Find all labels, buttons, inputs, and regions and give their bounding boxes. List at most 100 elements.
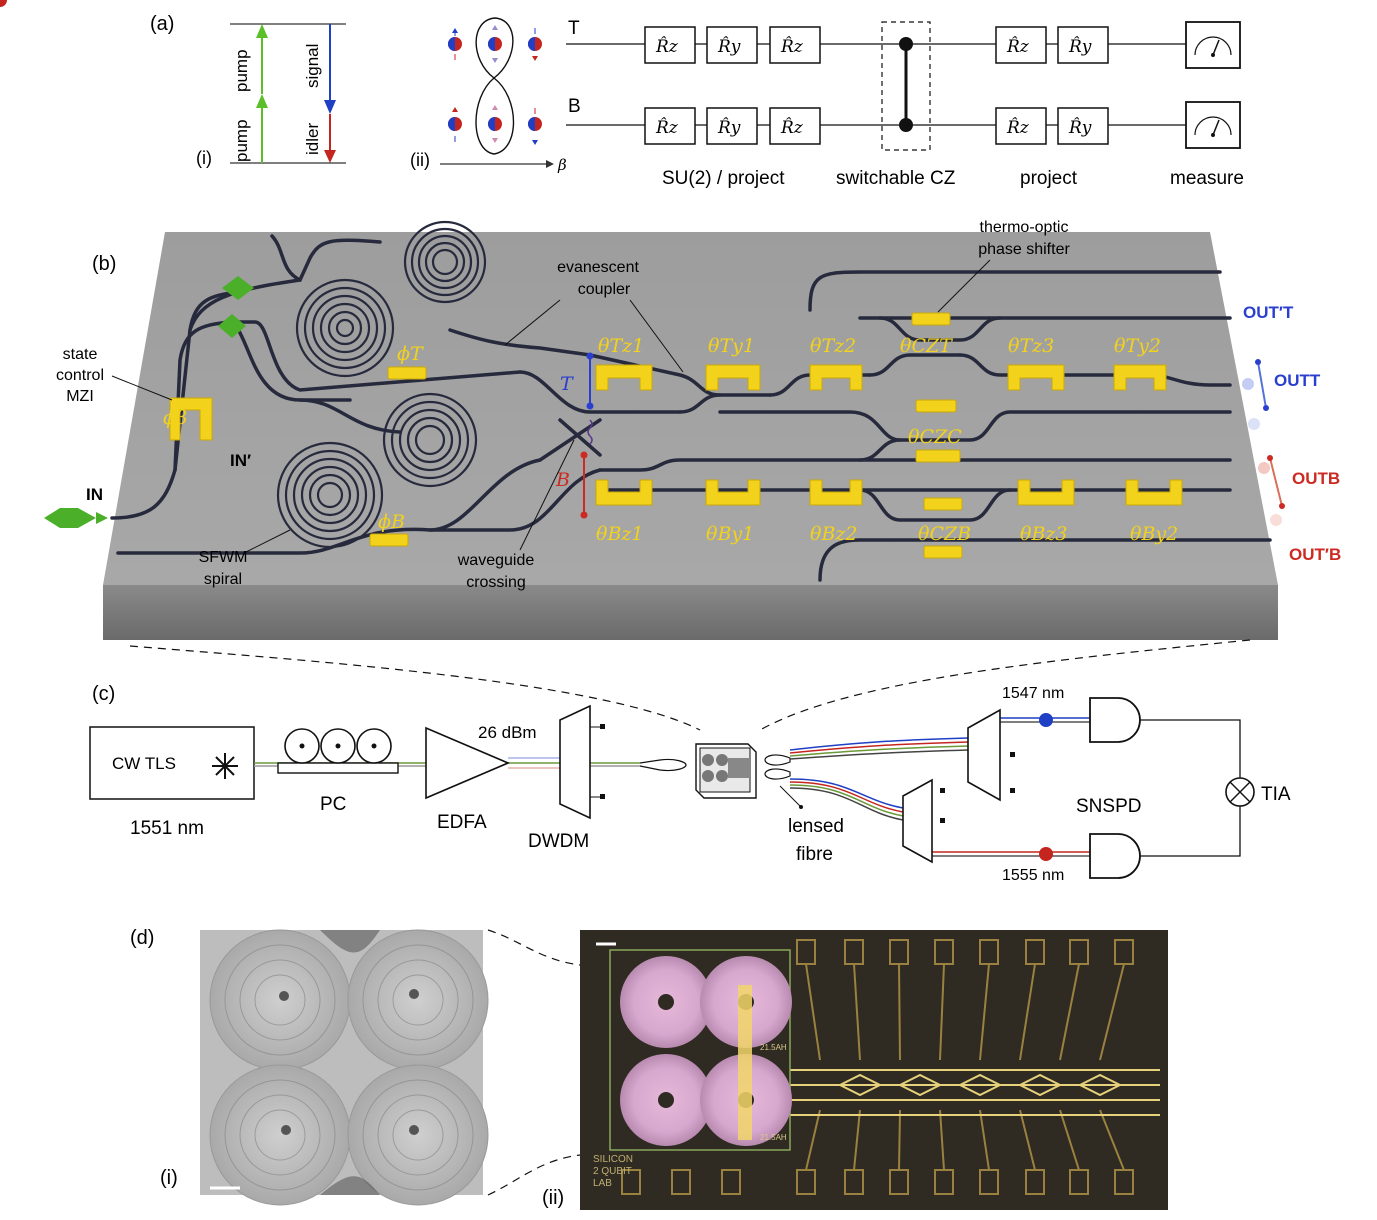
snspd-bottom (1089, 833, 1141, 879)
phase-labels: ϕβ ϕT ϕB θTz1 θTy1 θTz2 θCZT θTz3 θTy2 θ… (163, 335, 1178, 545)
label-state: state (63, 346, 98, 363)
lensed-fibre-in (639, 758, 687, 772)
heater-phi-b (369, 533, 409, 547)
pump-label-upper: pump (232, 49, 251, 92)
phase-by1: θBy1 (706, 523, 754, 545)
panel-b: (b) (44, 219, 1341, 731)
entanglement-dots: β (ii) (0, 0, 567, 174)
gate-bottom-1: R̂z (655, 118, 679, 138)
wire-label-top: T (568, 18, 580, 39)
pc-label: PC (320, 794, 346, 815)
micrograph-id-1: 21.5AH (760, 1043, 787, 1052)
demux-top (967, 708, 1001, 802)
micrograph-id-2: 21.5AH (760, 1133, 787, 1142)
gate-top-1: R̂z (655, 37, 679, 57)
phase-phi-b: ϕB (378, 511, 405, 533)
heaters (169, 312, 1183, 559)
cz-gate (881, 21, 931, 151)
phase-bz2: θBz2 (810, 523, 858, 545)
signal-label: signal (303, 44, 322, 88)
phase-ty1: θTy1 (708, 335, 755, 357)
stage-label-su2: SU(2) / project (662, 168, 785, 189)
panel-d: (d) (i) (130, 927, 1168, 1210)
detector-point-blue (1039, 713, 1053, 727)
dwdm-filter (559, 704, 591, 820)
meter-top (1185, 21, 1241, 69)
label-mzi: MZI (66, 388, 94, 405)
gate-top-5: R̂y (1068, 37, 1092, 57)
power-label: 26 dBm (478, 723, 537, 742)
laser-box (89, 726, 255, 800)
heater-phi-t (387, 366, 427, 380)
laser-label: CW TLS (112, 754, 176, 773)
chip-mount (695, 743, 757, 799)
output-fibres (789, 717, 1090, 857)
gate-row-bottom: R̂z R̂y R̂z R̂z R̂y (644, 107, 1109, 145)
label-thermo: thermo-optic (980, 219, 1069, 236)
wire-label-bottom: B (568, 96, 581, 117)
phase-bz3: θBz3 (1020, 523, 1068, 545)
label-out-b-prime: OUT′B (1289, 545, 1341, 564)
idler-label: idler (303, 123, 322, 155)
heater-beta (169, 397, 213, 441)
pump-pulse-markers (44, 276, 254, 528)
label-spiral: spiral (204, 571, 242, 588)
gate-top-2: R̂y (717, 37, 741, 57)
polarization-controller (277, 728, 399, 774)
chip-text-2: 2 QUBIT (593, 1166, 632, 1177)
panel-label-ai: (i) (196, 148, 212, 168)
label-out-t-prime: OUT′T (1243, 303, 1294, 322)
tia-label: TIA (1261, 784, 1291, 805)
phase-phi-t: ϕT (397, 343, 424, 365)
chip-text-3: LAB (593, 1178, 612, 1189)
label-phase-shifter: phase shifter (978, 241, 1070, 258)
dwdm-label: DWDM (528, 831, 589, 852)
panel-label-b: (b) (92, 253, 116, 275)
label-out-b: OUTB (1292, 469, 1340, 488)
phase-czc: θCZC (908, 426, 962, 448)
label-T: T (560, 373, 574, 395)
laser-wavelength: 1551 nm (130, 818, 204, 839)
panel-label-di: (i) (160, 1167, 178, 1189)
label-in: IN (86, 485, 103, 504)
label-B: B (555, 469, 570, 491)
laser-star-icon (212, 753, 238, 779)
chip-annotations: state control MZI evanescent coupler the… (56, 219, 1070, 591)
gate-bottom-4: R̂z (1006, 118, 1030, 138)
stage-label-cz: switchable CZ (836, 168, 956, 189)
panel-label-c: (c) (92, 683, 115, 705)
phase-czt: θCZT (900, 335, 953, 357)
demux-bottom (902, 778, 933, 864)
wavelength-top: 1547 nm (1002, 685, 1064, 702)
fibre-label: fibre (796, 844, 833, 865)
gate-bottom-2: R̂y (717, 118, 741, 138)
phase-by2: θBy2 (1130, 523, 1178, 545)
label-coupler: coupler (578, 281, 631, 298)
edfa-label: EDFA (437, 812, 487, 833)
phase-tz1: θTz1 (598, 335, 644, 357)
panel-label-dii: (ii) (542, 1187, 564, 1209)
gate-row-top: R̂z R̂y R̂z R̂z R̂y (644, 26, 1109, 64)
wavelength-bottom: 1555 nm (1002, 867, 1064, 884)
panel-label-d: (d) (130, 927, 154, 949)
chip-text-1: SILICON (593, 1154, 633, 1165)
edfa-triangle (425, 726, 511, 800)
lensed-label: lensed (788, 816, 844, 837)
meter-bottom (1185, 101, 1241, 149)
chip-side-face (103, 585, 1278, 640)
stage-label-measure: measure (1170, 168, 1244, 189)
gate-top-3: R̂z (780, 37, 804, 57)
phase-czb: θCZB (918, 523, 971, 545)
label-in-prime: IN′ (230, 451, 251, 470)
snspd-label: SNSPD (1076, 796, 1141, 817)
phase-beta: ϕβ (163, 407, 187, 429)
gate-bottom-5: R̂y (1068, 118, 1092, 138)
label-evanescent: evanescent (557, 259, 639, 276)
label-crossing: crossing (466, 574, 526, 591)
phase-bz1: θBz1 (596, 523, 644, 545)
label-sfwm: SFWM (199, 549, 248, 566)
panel-label-aii: (ii) (410, 150, 430, 170)
snspd-top (1089, 697, 1141, 743)
gate-top-4: R̂z (1006, 37, 1030, 57)
